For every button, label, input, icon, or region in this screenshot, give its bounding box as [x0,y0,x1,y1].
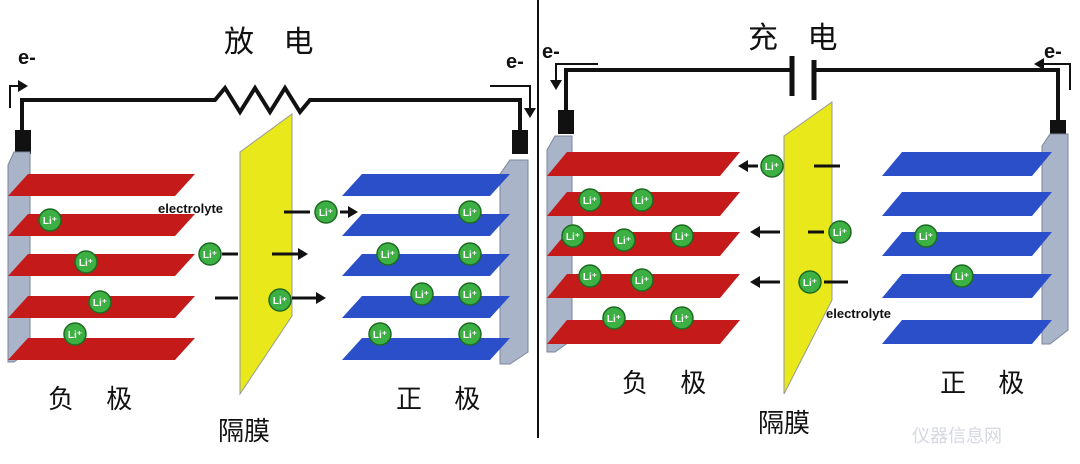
li-ion-icon [314,200,338,224]
charge-electrolyte-label: electrolyte [826,306,891,321]
li-ion-icon [828,220,852,244]
li-ion-icon [368,322,392,346]
discharge-cathode-label: 正 极 [396,385,492,415]
charge-title: 充 电 [748,21,848,56]
charge-anode-terminal [558,110,574,134]
li-ion-icon [630,188,654,212]
li-ion-icon [578,264,602,288]
li-ion-icon [630,268,654,292]
li-ion-icon [74,250,98,274]
charge-electron-label-left: e- [542,41,560,63]
li-ion-label: Li⁺ [765,162,779,173]
li-ion-icon [760,154,784,178]
arrowhead-icon [1034,58,1044,70]
charge-wire-right [814,68,1060,122]
discharge-cathode-plates [342,174,510,360]
li-ion-icon [376,242,400,266]
li-ion-icon [88,290,112,314]
discharge-anode-terminal [15,130,31,154]
li-ion-icon [458,322,482,346]
discharge-separator [239,113,293,396]
li-ion-icon [798,270,822,294]
charge-cathode-label: 正 极 [940,369,1036,399]
discharge-electrolyte-label: electrolyte [158,201,223,216]
li-ion-label: Li⁺ [43,216,57,227]
charge-ion-arrows [738,160,848,288]
li-ion-icon [561,224,585,248]
li-ion-label: Li⁺ [675,314,689,325]
charge-anode-plates [547,152,740,344]
arrowhead-icon [524,108,536,118]
li-ion-icon [198,242,222,266]
discharge-panel: e- e- 放 电 [7,25,536,447]
discharge-cathode-terminal [512,130,528,154]
arrowhead-icon [18,80,28,92]
li-ion-label: Li⁺ [381,250,395,261]
li-ion-icon [578,188,602,212]
li-ion-label: Li⁺ [583,272,597,283]
charge-electron-arrow-right [1040,63,1071,90]
li-ion-icon [38,208,62,232]
discharge-title: 放 电 [224,25,324,60]
li-ion-label: Li⁺ [463,208,477,219]
li-ion-label: Li⁺ [319,208,333,219]
li-ion-label: Li⁺ [955,272,969,283]
li-ion-label: Li⁺ [373,330,387,341]
li-ion-label: Li⁺ [79,258,93,269]
li-ion-label: Li⁺ [635,276,649,287]
li-ion-icon [410,282,434,306]
li-ion-label: Li⁺ [463,290,477,301]
discharge-cathode-collector [499,159,529,365]
li-ion-label: Li⁺ [93,298,107,309]
charge-separator-label: 隔膜 [758,409,810,439]
li-ion-label: Li⁺ [68,330,82,341]
li-ion-label: Li⁺ [203,250,217,261]
charge-electron-label-right: e- [1044,41,1062,63]
charge-panel: e- e- 充 电 [542,21,1071,439]
discharge-electron-arrow-right [490,85,531,112]
charge-cathode-plates [882,152,1052,344]
discharge-separator-label: 隔膜 [218,417,270,447]
li-ion-label: Li⁺ [273,296,287,307]
li-ion-label: Li⁺ [463,330,477,341]
charge-cathode-collector [1041,133,1069,345]
li-ion-icon [914,224,938,248]
li-ion-icon [458,242,482,266]
li-ion-label: Li⁺ [833,228,847,239]
charge-electron-arrow-left [555,63,598,84]
li-ion-icon [63,322,87,346]
li-ion-label: Li⁺ [607,314,621,325]
li-ion-label: Li⁺ [617,236,631,247]
li-ion-icon [950,264,974,288]
charge-ions: Li⁺ Li⁺ Li⁺ Li⁺ Li⁺ Li⁺ Li⁺ Li⁺ Li⁺ Li⁺ Li⁺ Li⁺ Li⁺ L… [561,154,974,330]
li-ion-icon [670,224,694,248]
discharge-ions: Li⁺ Li⁺ Li⁺ Li⁺ Li⁺ Li⁺ Li⁺ Li⁺ Li⁺ Li⁺ Li⁺ Li⁺ Li⁺ L… [38,200,482,346]
li-ion-label: Li⁺ [635,196,649,207]
li-ion-icon [670,306,694,330]
charge-wire-left [564,68,792,112]
li-ion-label: Li⁺ [463,250,477,261]
discharge-anode-label: 负 极 [48,385,144,415]
charge-anode-label: 负 极 [622,369,718,399]
li-ion-icon [268,288,292,312]
discharge-wire [20,84,522,132]
watermark: 仪器信息网 [912,426,1002,447]
li-ion-label: Li⁺ [675,232,689,243]
li-ion-icon [602,306,626,330]
li-ion-label: Li⁺ [415,290,429,301]
li-ion-icon [458,282,482,306]
li-ion-label: Li⁺ [566,232,580,243]
li-ion-icon [458,200,482,224]
discharge-electron-label-right: e- [506,51,524,73]
discharge-electron-label-left: e- [18,47,36,69]
li-ion-label: Li⁺ [803,278,817,289]
li-ion-label: Li⁺ [919,232,933,243]
li-ion-label: Li⁺ [583,196,597,207]
watermark-text: 仪器信息网 [912,426,1002,447]
discharge-ion-arrows [215,206,358,304]
charge-separator [783,101,833,395]
li-ion-icon [612,228,636,252]
arrowhead-icon [550,80,562,90]
